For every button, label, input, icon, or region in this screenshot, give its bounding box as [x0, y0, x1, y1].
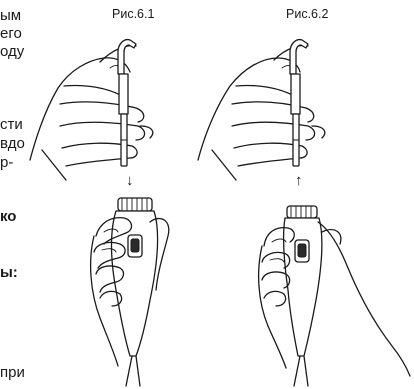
upper-hand-drawing: [198, 46, 325, 180]
handle-drawing: [284, 206, 322, 386]
figure-6-1-illustration: [30, 40, 169, 386]
upper-hand-drawing: [30, 46, 153, 180]
figure-6-2-illustration: [198, 40, 410, 386]
lower-hand-drawing: [259, 222, 410, 376]
nozzle-drawing: [290, 40, 308, 166]
handle-drawing: [112, 198, 158, 386]
